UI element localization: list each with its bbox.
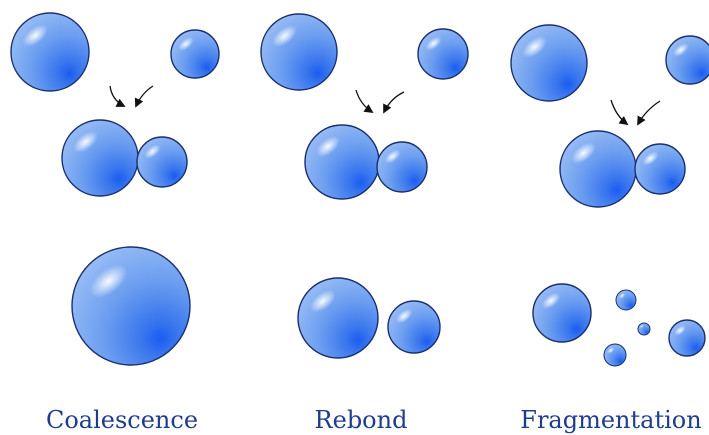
fragmentation-fragment-tiny-3-droplet-icon [603,343,627,367]
rebond-result-small-droplet-icon [387,300,441,354]
fragmentation-fragment-medium-droplet-icon [668,319,706,357]
fragmentation-initial-small-droplet-icon [665,35,709,85]
fragmentation-fragment-tiny-1-droplet-icon [615,289,637,311]
coalescence-initial-small-droplet-icon [170,29,220,79]
fragmentation-initial-large-droplet-icon [510,24,588,102]
caption-fragmentation: Fragmentation [520,406,702,434]
rebond-contact-small-droplet-icon [376,141,428,193]
rebond-contact-large-droplet-icon [304,124,380,200]
fragmentation-left-curved-arrow-icon [610,99,629,126]
fragmentation-contact-large-droplet-icon [559,130,637,208]
rebond-initial-small-droplet-icon [417,28,469,80]
rebond-initial-large-droplet-icon [260,13,338,91]
coalescence-left-curved-arrow-icon [109,85,126,107]
coalescence-contact-small-droplet-icon [136,136,188,188]
fragmentation-fragment-large-droplet-icon [532,283,592,343]
coalescence-initial-large-droplet-icon [10,12,90,92]
fragmentation-fragment-tiny-2-droplet-icon [637,322,651,336]
rebond-right-curved-arrow-icon [383,91,405,114]
coalescence-result-merged-droplet-icon [71,246,191,366]
caption-coalescence: Coalescence [45,406,199,434]
coalescence-contact-large-droplet-icon [61,119,139,197]
coalescence-right-curved-arrow-icon [134,85,154,108]
fragmentation-contact-small-droplet-icon [634,143,686,195]
fragmentation-right-curved-arrow-icon [637,100,661,126]
caption-rebond: Rebond [314,406,408,434]
rebond-left-curved-arrow-icon [355,89,374,114]
rebond-result-large-droplet-icon [297,277,379,359]
